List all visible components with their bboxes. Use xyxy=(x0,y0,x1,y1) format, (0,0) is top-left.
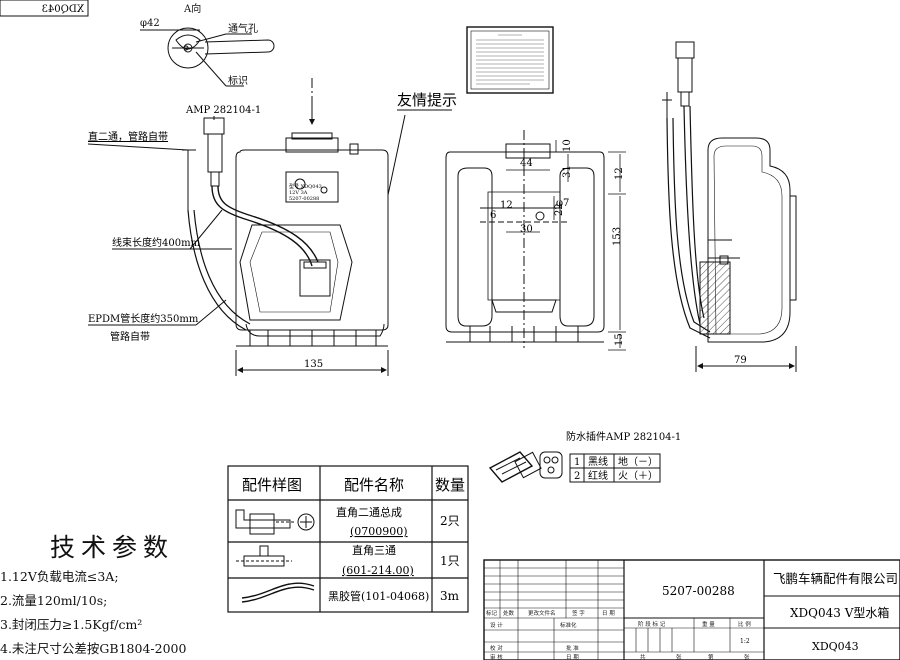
tb-rev-date: 日 期 xyxy=(602,610,615,617)
tb-sheet-no: 第 xyxy=(708,653,714,660)
plug-pin-1-no: 1 xyxy=(574,457,580,468)
plug-pin-2-func: 火（＋） xyxy=(618,470,658,482)
part-rubber-hose-icon xyxy=(241,582,315,603)
dim-30: 30 xyxy=(520,224,533,235)
plug-pin-table xyxy=(569,453,661,483)
plug-pin-1-wire: 黑线 xyxy=(588,455,608,468)
tb-total: 共 xyxy=(640,653,646,660)
tb-check: 校 对 xyxy=(490,644,503,652)
front-label-line1: 型号 XDQ043 xyxy=(289,183,322,190)
part-3-qty: 3m xyxy=(440,589,460,603)
tb-rev-doc: 更改文件名 xyxy=(528,609,556,617)
part-1-qty: 2只 xyxy=(440,514,460,528)
tb-rev-count: 处数 xyxy=(503,609,515,617)
tb-stage-mark: 阶 段 标 记 xyxy=(638,620,666,628)
front-dimension xyxy=(235,350,389,376)
front-label-line2: 12V 3A xyxy=(289,190,308,196)
part-3-name: 黑胶管(101-04068) xyxy=(328,589,429,603)
part-2-qty: 1只 xyxy=(440,554,460,568)
part-tee-fitting-icon xyxy=(236,545,292,567)
corner-code-box: XDQ043 xyxy=(0,0,89,17)
tech-params-title: 技术参数 xyxy=(50,533,175,562)
view-a-diameter: φ42 xyxy=(140,18,160,29)
view-a-vent-label: 通气孔 xyxy=(228,22,258,35)
plug-drawing xyxy=(488,451,563,483)
title-block xyxy=(483,559,900,660)
parts-table xyxy=(227,465,469,613)
tech-param-1: 1.12V负载电流≤3A; xyxy=(0,569,119,584)
tb-scale: 比 例 xyxy=(738,620,751,628)
amp-connector-label: AMP 282104-1 xyxy=(185,105,261,116)
tb-rev-mark: 标记 xyxy=(486,609,498,617)
plug-pin-2-no: 2 xyxy=(574,471,580,482)
tb-rev-sign: 签 字 xyxy=(572,609,585,617)
tb-sheets: 张 xyxy=(676,653,682,660)
part-1-name-line1: 直角二通总成 xyxy=(336,505,402,519)
part-elbow-fitting-icon xyxy=(235,509,315,535)
front-label-line3: 5207-00288 xyxy=(289,196,319,202)
dim-44: 44 xyxy=(520,158,533,169)
tb-weight: 重 量 xyxy=(702,620,715,628)
callout-straight-tee: 直二通，管路自带 xyxy=(88,130,168,143)
rear-dimensions xyxy=(491,140,626,351)
tb-standard: 标准化 xyxy=(560,621,577,629)
front-view xyxy=(182,78,389,347)
side-dimension xyxy=(695,346,797,372)
tb-review: 审 核 xyxy=(490,653,503,660)
title-model: XDQ043 xyxy=(812,640,859,653)
view-a: A向 φ42 通气孔 标识 xyxy=(140,2,275,87)
tb-sheet: 张 xyxy=(744,653,750,660)
tech-param-4: 4.未注尺寸公差按GB1804-2000 xyxy=(0,641,187,656)
part-1-name-line2: (0700900) xyxy=(350,525,408,538)
plug-pin-2-wire: 红线 xyxy=(588,469,608,482)
corner-code: XDQ043 xyxy=(42,4,84,15)
plug-title: 防水插件AMP 282104-1 xyxy=(566,430,681,443)
side-view xyxy=(662,41,797,343)
dim-front-width: 135 xyxy=(304,359,323,370)
title-scale-value: 1:2 xyxy=(740,638,750,645)
title-company: 飞鹏车辆配件有限公司 xyxy=(773,571,898,586)
dim-12: 12 xyxy=(500,200,513,211)
dim-153: 153 xyxy=(612,227,623,246)
view-a-title: A向 xyxy=(183,2,201,15)
parts-header-name: 配件名称 xyxy=(344,476,404,494)
dim-6: 6 xyxy=(490,210,496,221)
dim-phi7: φ7 xyxy=(556,198,569,209)
title-drawing-number: 5207-00288 xyxy=(662,584,735,598)
dim-12-top: 12 xyxy=(614,167,625,180)
callout-pipe-included: 管路自带 xyxy=(110,330,150,343)
title-part-name: XDQ043 V型水箱 xyxy=(790,605,889,620)
tb-approve: 批 准 xyxy=(566,644,579,652)
tech-param-3: 3.封闭压力≥1.5Kgf/cm² xyxy=(0,617,143,632)
warning-label xyxy=(466,26,554,94)
callout-harness-length: 线束长度约400mm xyxy=(112,236,201,249)
parts-header-qty: 数量 xyxy=(435,476,465,494)
dim-15: 15 xyxy=(614,333,625,346)
part-2-name-line1: 直角三通 xyxy=(352,543,396,557)
tb-date: 日 期 xyxy=(566,654,579,660)
tb-design: 设 计 xyxy=(490,621,503,629)
tech-param-2: 2.流量120ml/10s; xyxy=(0,593,108,608)
dim-22: 22 xyxy=(554,203,565,216)
dim-side-width: 79 xyxy=(734,355,747,366)
dim-31: 31 xyxy=(562,165,573,178)
rear-view xyxy=(445,130,605,348)
callout-epdm-length: EPDM管长度约350mm xyxy=(88,312,199,325)
dim-10: 10 xyxy=(562,139,573,152)
parts-header-image: 配件样图 xyxy=(242,476,302,494)
view-a-mark-label: 标识 xyxy=(228,75,248,87)
part-2-name-line2: (601-214.00) xyxy=(342,564,414,577)
plug-pin-1-func: 地（－） xyxy=(618,455,658,468)
friendly-tip-label: 友情提示 xyxy=(397,91,457,109)
